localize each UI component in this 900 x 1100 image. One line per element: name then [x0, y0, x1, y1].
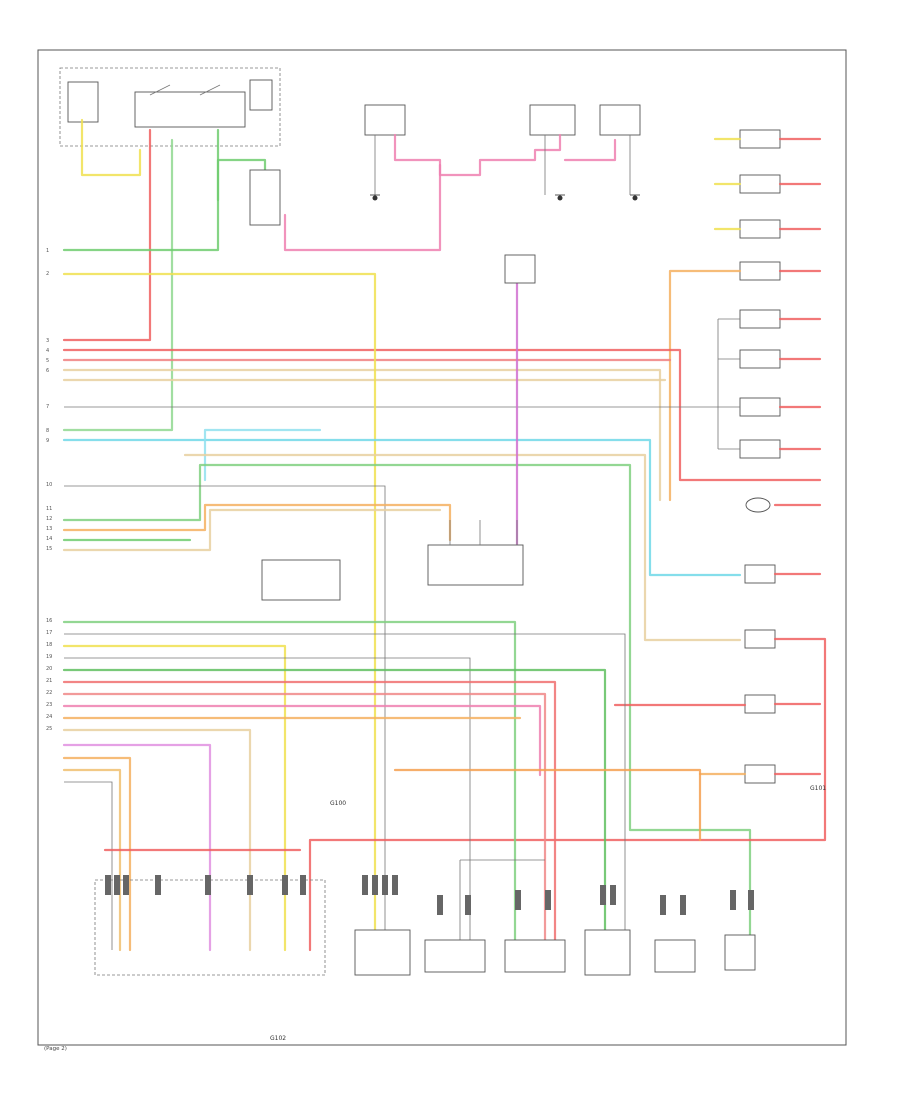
wire-gray-top	[374, 135, 631, 195]
pin-23: 23	[46, 702, 52, 708]
harness-tan-4	[62, 508, 442, 552]
pin-16: 16	[46, 618, 52, 624]
pin-25: 25	[46, 726, 52, 732]
pin-14: 14	[46, 536, 52, 542]
sensor-box-top	[504, 254, 536, 284]
pin-2: 2	[46, 271, 49, 277]
pin-19: 19	[46, 654, 52, 660]
low-orange-2	[62, 756, 132, 952]
pin-6: 6	[46, 368, 49, 374]
pin-13: 13	[46, 526, 52, 532]
low-green-2	[62, 668, 607, 952]
wire-pink-top	[393, 133, 562, 177]
right-sensors	[744, 497, 776, 784]
wire-pink-top2	[563, 138, 617, 162]
injector-feed-orange	[668, 269, 742, 502]
low-orange-4	[393, 768, 702, 842]
relay-box	[249, 169, 281, 226]
ground-label-2: G101	[810, 785, 826, 792]
wire-green-b	[62, 128, 220, 252]
range-switch-box	[427, 544, 524, 586]
ground-symbol-2	[555, 194, 565, 201]
bottom-components	[94, 879, 756, 976]
low-gray-4	[459, 859, 545, 950]
harness-orange-mid	[62, 503, 452, 542]
page-id: (Page 2)	[44, 1046, 67, 1052]
low-red-1	[62, 680, 557, 952]
wire-red-main	[62, 128, 152, 342]
harness-tan-3	[183, 453, 742, 642]
top-center-relays	[364, 104, 641, 136]
harness-red-1	[62, 348, 822, 482]
pin-10: 10	[46, 482, 52, 488]
low-gray-1	[64, 633, 626, 960]
wire-pink-relay	[283, 163, 442, 252]
ground-label-3: G102	[270, 1035, 286, 1042]
ground-label-1: G100	[330, 800, 346, 807]
harness-cyan	[62, 438, 742, 577]
pin-8: 8	[46, 428, 49, 434]
low-gray-3	[64, 781, 113, 950]
injector-feed-yellow	[713, 137, 742, 231]
wire-green-a	[62, 138, 174, 432]
pin-7: 7	[46, 404, 49, 410]
pin-9: 9	[46, 438, 49, 444]
pin-18: 18	[46, 642, 52, 648]
injector-feed-gray	[710, 318, 740, 450]
connector-pin-column: 1 2 3 4 5 6 7 8 9 10 11 12 13 14 15 16 1…	[46, 248, 52, 732]
pin-20: 20	[46, 666, 52, 672]
diagram-frame	[37, 49, 847, 1046]
power-relay-area	[59, 67, 281, 147]
pin-4: 4	[46, 348, 49, 354]
pin-11: 11	[46, 506, 52, 512]
ground-symbol-1	[370, 194, 380, 201]
range-switch-wires	[449, 520, 518, 545]
pin-12: 12	[46, 516, 52, 522]
pin-3: 3	[46, 338, 49, 344]
low-pink	[62, 704, 542, 777]
small-switch-box	[261, 559, 341, 601]
low-green-1	[62, 620, 517, 952]
pin-17: 17	[46, 630, 52, 636]
pin-5: 5	[46, 358, 49, 364]
low-tan	[62, 728, 252, 952]
sensor-wire-red-3	[308, 637, 827, 952]
harness-green-mid	[62, 463, 752, 962]
harness-gray-mid	[64, 485, 386, 950]
bottom-connector-stubs	[105, 875, 754, 915]
harness-tan-1	[62, 368, 662, 502]
low-red-2	[62, 692, 547, 952]
pin-1: 1	[46, 248, 49, 254]
low-yellow	[62, 644, 287, 952]
pin-22: 22	[46, 690, 52, 696]
harness-yellow-2	[62, 272, 377, 952]
ground-symbol-3	[630, 194, 640, 201]
fuel-injectors	[739, 129, 781, 459]
wire-yellow-top	[80, 118, 142, 177]
low-violet	[62, 743, 212, 952]
low-gray-2	[64, 657, 471, 950]
pin-24: 24	[46, 714, 52, 720]
pin-15: 15	[46, 546, 52, 552]
pin-21: 21	[46, 678, 52, 684]
